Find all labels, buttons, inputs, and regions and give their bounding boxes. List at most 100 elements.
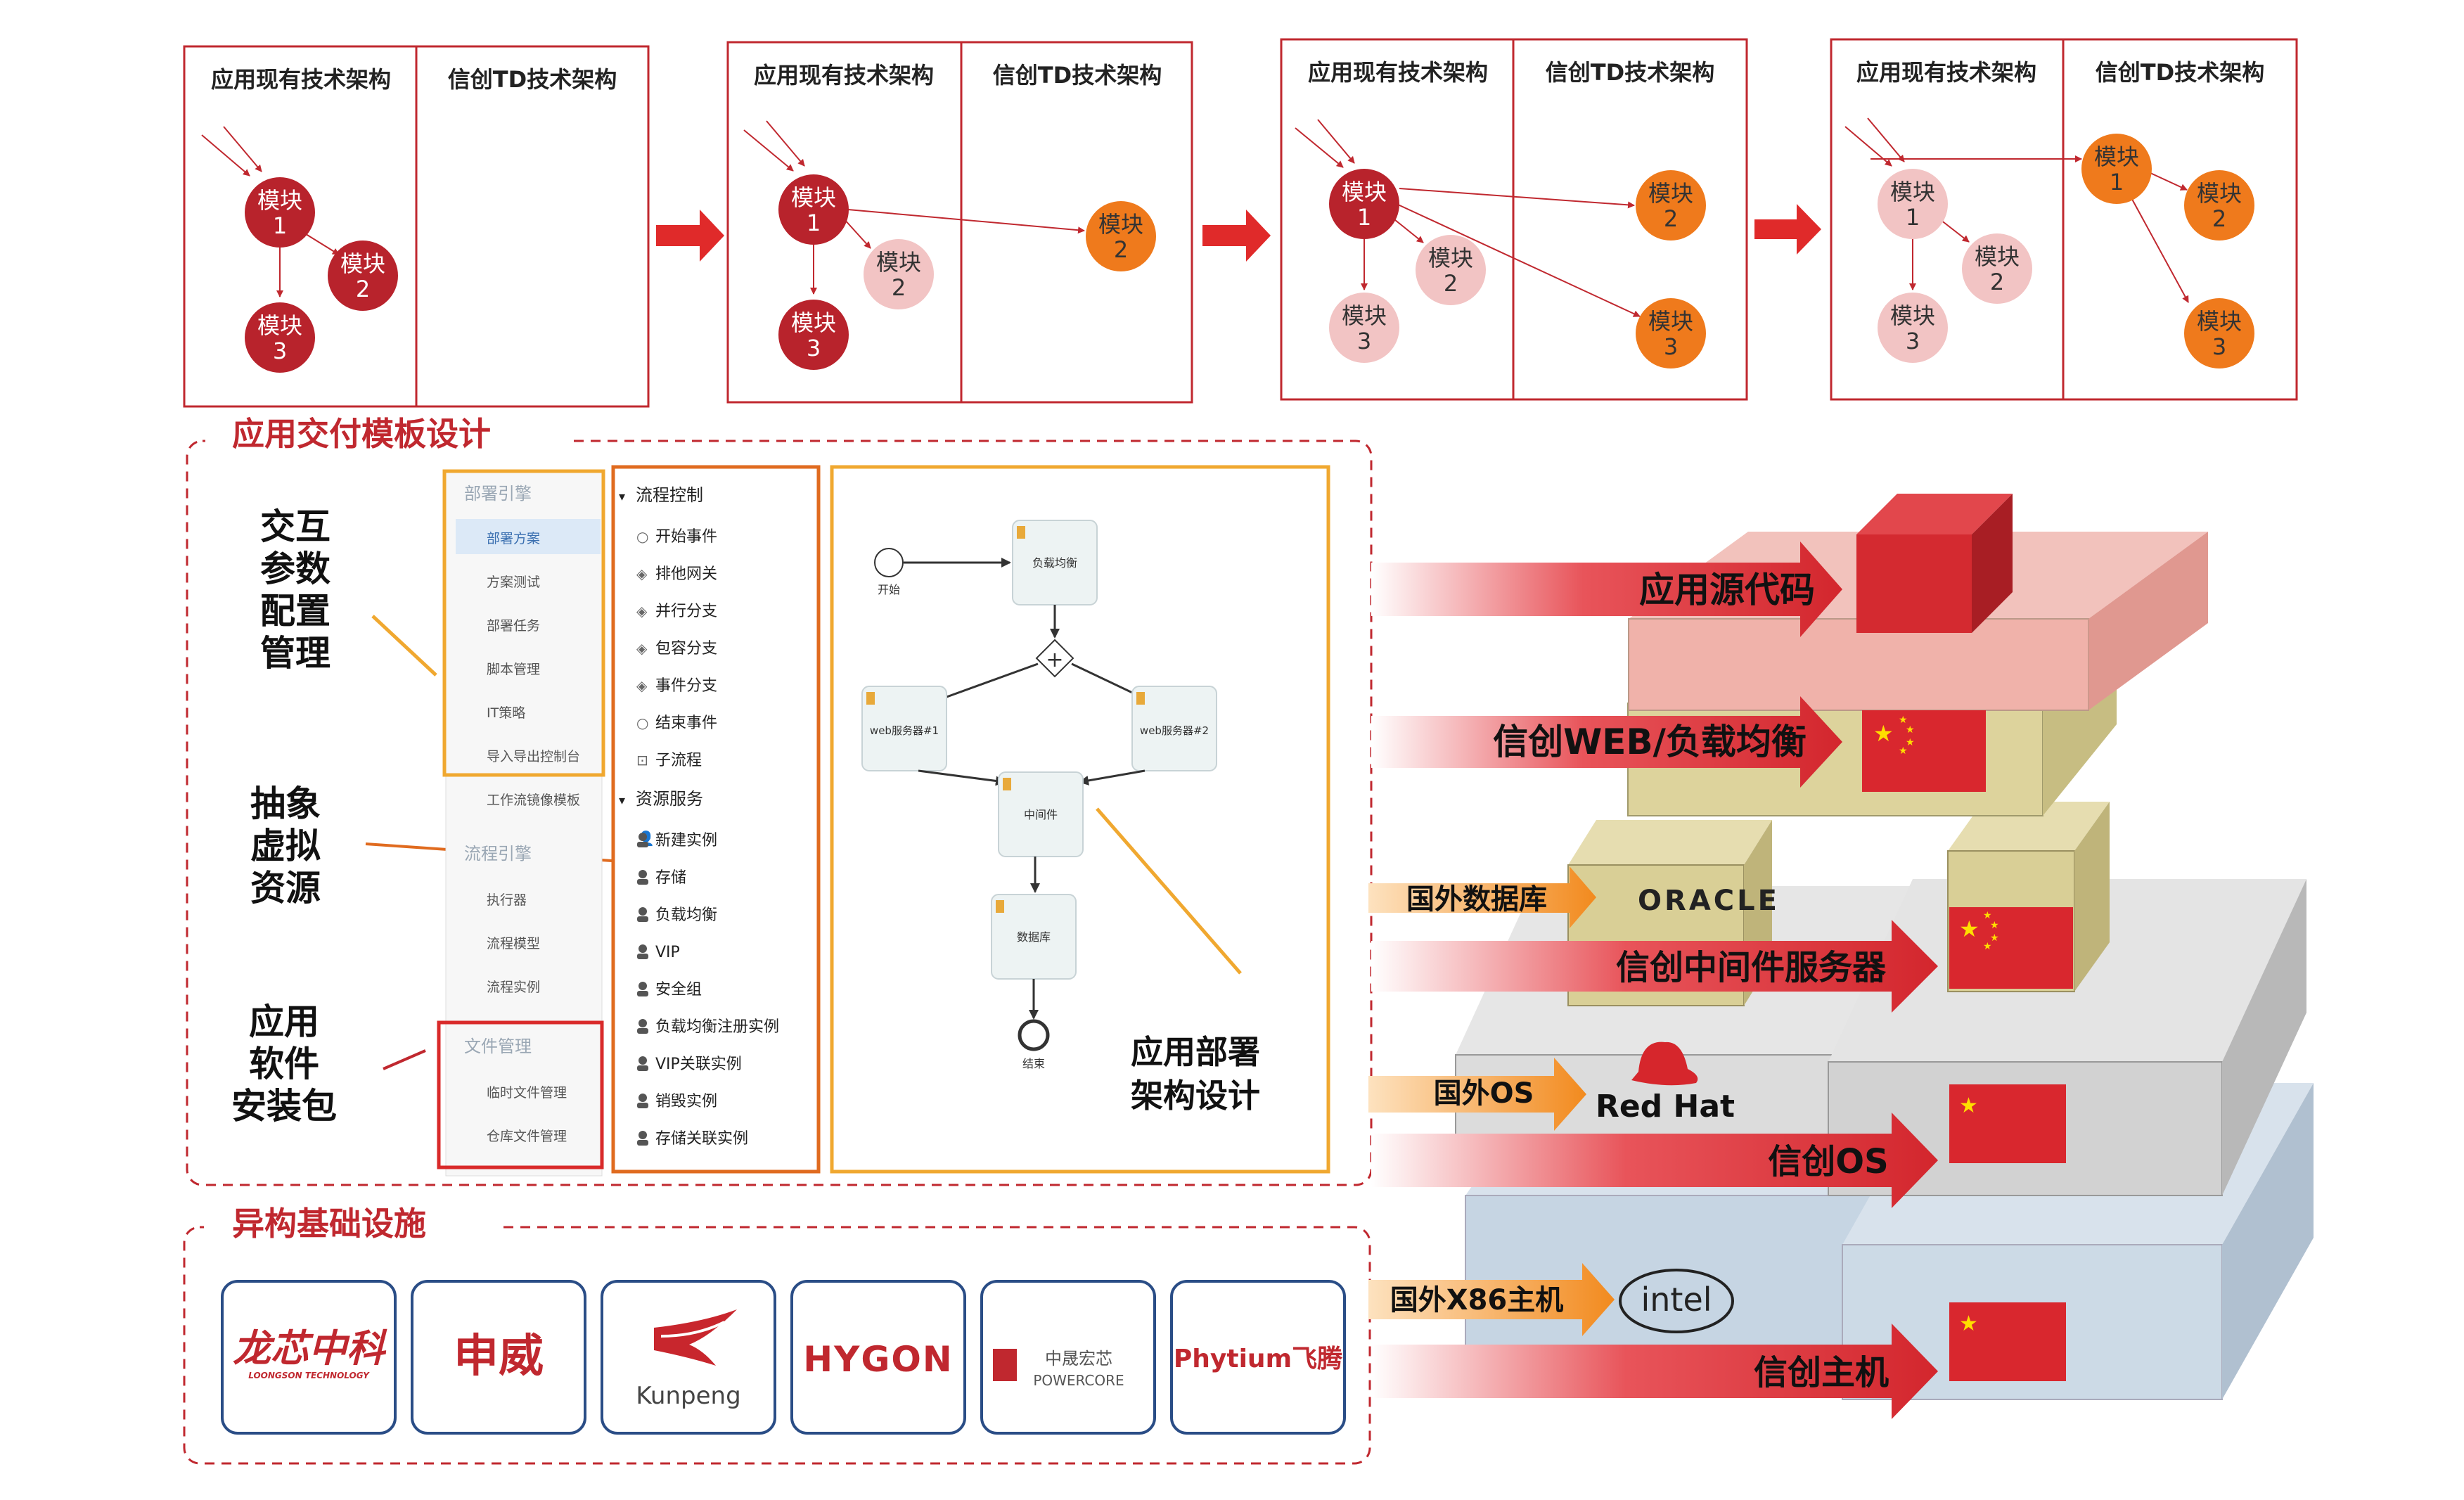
module-word: 模块: [2197, 308, 2242, 335]
vendor-card-loongson[interactable]: [221, 1280, 397, 1435]
diamond-icon: ◈: [636, 565, 648, 582]
migration-panel-2: 应用现有技术架构 信创TD技术架构 模块 1 模块 2 模块 3 模块 2: [726, 41, 1193, 404]
menu-item-selected[interactable]: [456, 519, 601, 554]
web2-task[interactable]: [1131, 686, 1217, 771]
menu-item[interactable]: 仓库文件管理: [487, 1129, 567, 1144]
palette-item[interactable]: 新建实例: [655, 832, 717, 850]
menu-item[interactable]: 流程实例: [487, 980, 540, 995]
module-number: 3: [807, 335, 821, 361]
migration-panel-1: 应用现有技术架构 信创TD技术架构 模块 1 模块 2 模块 3: [183, 45, 650, 408]
palette-item[interactable]: 存储: [655, 869, 686, 887]
menu-item[interactable]: 导入导出控制台: [487, 749, 580, 764]
svg-text:★: ★: [1990, 920, 1999, 931]
module-3-xc-node: [1636, 298, 1706, 368]
menu-item[interactable]: 流程模型: [487, 936, 540, 951]
vendor-card-phytium[interactable]: [1170, 1280, 1346, 1435]
subprocess-icon: ⊡: [636, 752, 648, 769]
foreign-db-label: 国外数据库: [1406, 883, 1547, 916]
module-word: 模块: [1342, 302, 1387, 329]
menu-group-flow[interactable]: 流程引擎: [464, 844, 532, 864]
stack-arrow-xc-host: 信创主机: [1371, 1323, 1938, 1419]
module-word: 模块: [876, 249, 921, 276]
module-word: 模块: [2094, 143, 2139, 170]
china-flag-icon: [1949, 1084, 2066, 1163]
migration-panels: 应用现有技术架构 信创TD技术架构 模块 1 模块 2 模块 3 应用现有技术架…: [183, 38, 2298, 408]
menu-item[interactable]: 临时文件管理: [487, 1085, 567, 1101]
menu-group-deploy[interactable]: 部署引擎: [464, 484, 532, 504]
module-3-node: [778, 300, 849, 370]
stack-arrow-foreign-db: 国外数据库 ORACLE: [1368, 866, 1777, 928]
palette-item[interactable]: 存储关联实例: [655, 1130, 748, 1148]
svg-text:★: ★: [1983, 910, 1992, 921]
target-arch-label: 信创TD技术架构: [448, 66, 617, 93]
package-label: 安装包: [231, 1086, 337, 1127]
stack-arrow-foreign-os: 国外OS Red Hat: [1368, 1041, 1735, 1131]
palette-item[interactable]: VIP: [655, 944, 680, 961]
diamond-icon: ◈: [636, 677, 648, 694]
menu-group-file[interactable]: 文件管理: [464, 1037, 532, 1056]
parallel-gateway[interactable]: [1035, 639, 1074, 678]
middleware-task[interactable]: [998, 771, 1084, 857]
menu-item[interactable]: 执行器: [487, 892, 527, 908]
palette-item[interactable]: 开始事件: [655, 528, 717, 546]
component-palette: 流程控制 ▾ ○ ◈ ◈ ◈ ◈ ○ ⊡ 开始事件 排他网关 并行分支 包容分支…: [611, 465, 821, 1174]
menu-item[interactable]: 部署任务: [487, 618, 540, 634]
deploy-menu: 部署引擎 部署方案 方案测试 部署任务 脚本管理 IT策略 导入导出控制台 工作…: [437, 469, 605, 1177]
current-arch-label: 应用现有技术架构: [1308, 59, 1488, 86]
palette-item[interactable]: 结束事件: [655, 714, 717, 732]
menu-item[interactable]: 工作流镜像模板: [487, 793, 580, 808]
menu-item[interactable]: IT策略: [487, 705, 525, 721]
chevron-down-icon: ▾: [619, 489, 625, 504]
interact-label: 交互: [260, 506, 331, 547]
abstract-label: 虚拟: [250, 826, 321, 866]
palette-group-resource[interactable]: 资源服务: [636, 789, 703, 809]
palette-item[interactable]: 并行分支: [655, 603, 717, 620]
palette-item[interactable]: VIP关联实例: [655, 1056, 742, 1073]
vendor-card-powercore[interactable]: [980, 1280, 1156, 1435]
web1-task[interactable]: [861, 686, 947, 771]
palette-item[interactable]: 安全组: [655, 981, 702, 999]
palette-item[interactable]: 负载均衡注册实例: [655, 1018, 779, 1036]
foreign-os-label: 国外OS: [1434, 1077, 1534, 1110]
module-word: 模块: [2197, 180, 2242, 207]
package-label: 应用: [249, 1001, 319, 1042]
palette-item[interactable]: 负载均衡: [655, 906, 717, 924]
svg-text:★: ★: [1906, 724, 1915, 736]
module-number: 1: [1906, 204, 1920, 231]
palette-item[interactable]: 排他网关: [655, 565, 717, 583]
menu-item[interactable]: 脚本管理: [487, 662, 540, 677]
module-word: 模块: [1098, 211, 1143, 238]
package-label: 软件: [249, 1044, 319, 1084]
diamond-icon: ◈: [636, 640, 648, 657]
redhat-hat-icon: [1631, 1041, 1698, 1086]
palette-item[interactable]: 销毁实例: [655, 1093, 717, 1110]
step-arrow: [1202, 210, 1271, 262]
module-word: 模块: [1342, 179, 1387, 205]
stack-arrow-source: 应用源代码: [1371, 541, 1842, 637]
tech-stack: ★ ★★★★ ★ ★★★★ ★ ★: [1368, 494, 2314, 1419]
palette-group-flow-control[interactable]: 流程控制: [636, 485, 703, 505]
middleware-col-xc: ★ ★★★★: [1947, 802, 2110, 992]
vendor-card-sunway[interactable]: [411, 1280, 586, 1435]
vendor-card-hygon[interactable]: [790, 1280, 966, 1435]
palette-item[interactable]: 包容分支: [655, 640, 717, 658]
middleware-label: 信创中间件服务器: [1616, 948, 1887, 987]
palette-item[interactable]: 事件分支: [655, 677, 717, 695]
start-event[interactable]: [874, 548, 904, 577]
menu-item[interactable]: 部署方案: [487, 531, 540, 546]
svg-text:★: ★: [1906, 737, 1915, 748]
web-lb-label: 信创WEB/负载均衡: [1493, 722, 1807, 762]
menu-item[interactable]: 方案测试: [487, 575, 540, 590]
xc-os-label: 信创OS: [1768, 1142, 1888, 1181]
module-word: 模块: [1890, 179, 1935, 205]
migration-panel-3: 应用现有技术架构 信创TD技术架构 模块 1 模块 2 模块 3 模块 2: [1280, 38, 1748, 401]
palette-item[interactable]: 子流程: [655, 752, 702, 769]
module-word: 模块: [1975, 243, 2020, 270]
module-1-node: [245, 177, 315, 248]
module-1-xc-node: [2081, 134, 2152, 204]
module-number: 2: [1990, 269, 2004, 295]
end-event[interactable]: [1018, 1019, 1050, 1051]
source-code-cube: [1856, 494, 2013, 633]
deploy-flowchart: 开始 负载均衡 + web服务器#1 web服务器#2 中间件 数据库 结束: [830, 465, 1330, 1174]
diamond-icon: ◈: [636, 603, 648, 620]
